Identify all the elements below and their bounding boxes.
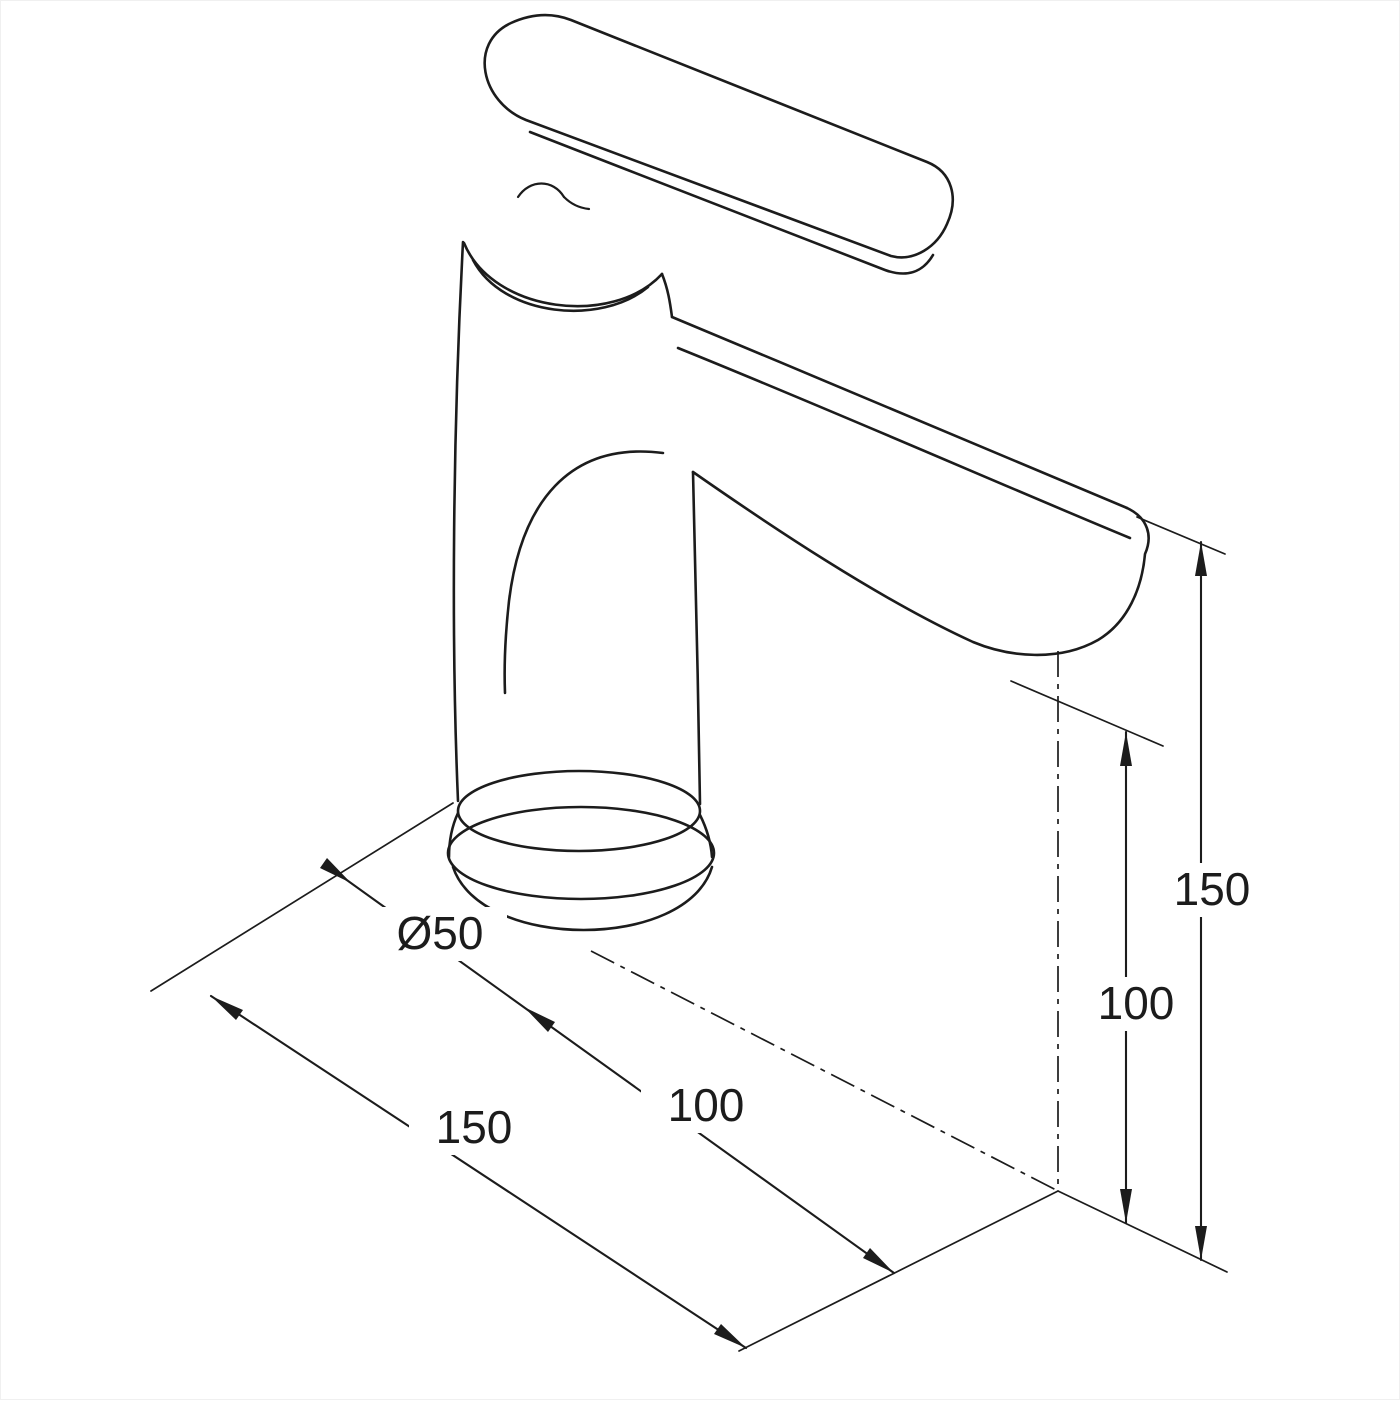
dimension-labels: Ø50 100 150 100 150 xyxy=(397,863,1251,1153)
base-ground-centerline xyxy=(590,950,1059,1192)
body-right-edge xyxy=(691,470,702,806)
body-swan-curve xyxy=(503,450,665,695)
handle-detail-tail xyxy=(562,195,591,211)
neck-front-arc xyxy=(462,241,664,308)
handle-neck xyxy=(462,241,674,319)
arrowheads xyxy=(211,542,1207,1348)
base-flange-ellipse xyxy=(446,805,716,901)
handle-detail-hook xyxy=(516,182,566,199)
dim-line-total-projection xyxy=(209,994,748,1350)
dim-label-height-outlet: 100 xyxy=(1098,977,1175,1029)
spout-outline xyxy=(691,470,1150,657)
arrow-total-height-top xyxy=(1195,542,1207,576)
label-bg-projection-total xyxy=(409,1101,541,1155)
base-collar-ellipse xyxy=(456,769,702,853)
dimension-lines xyxy=(209,540,1203,1350)
arrow-projection-start xyxy=(211,996,243,1020)
neck-right-edge xyxy=(660,272,674,319)
dim-label-projection-center: 100 xyxy=(668,1079,745,1131)
dim-label-height-total: 150 xyxy=(1174,863,1251,915)
handle-side-edge xyxy=(528,130,935,275)
spout xyxy=(670,315,1150,657)
handle-top-face xyxy=(483,13,954,259)
arrow-projection-end xyxy=(714,1324,746,1348)
extension-lines xyxy=(150,516,1228,1352)
dim-label-projection-total: 150 xyxy=(436,1101,513,1153)
label-backgrounds xyxy=(373,863,1257,1155)
arrow-diameter-left xyxy=(320,858,351,883)
handle-lever xyxy=(483,13,954,275)
arrow-center-right xyxy=(863,1248,894,1273)
label-bg-base-diameter xyxy=(373,907,507,961)
arrow-outlet-height-bottom xyxy=(1120,1189,1132,1223)
arrow-total-height-bottom xyxy=(1195,1226,1207,1260)
arrow-outlet-height-top xyxy=(1120,732,1132,766)
ext-ground-left xyxy=(738,1190,1059,1352)
faucet-drawing xyxy=(446,13,1150,932)
label-bg-height-total xyxy=(1167,863,1257,917)
label-bg-projection-center xyxy=(641,1079,771,1133)
ext-base-left xyxy=(150,802,454,992)
ext-outlet xyxy=(1010,680,1164,747)
base-right-flare xyxy=(698,813,714,859)
ext-spout-tip xyxy=(1136,516,1226,555)
body-left-edge xyxy=(452,240,465,803)
dim-label-base-diameter: Ø50 xyxy=(397,907,484,959)
center-lines xyxy=(590,651,1059,1192)
ext-ground-right xyxy=(1057,1190,1228,1273)
spout-split-edge xyxy=(676,346,1132,540)
neck-inner-arc xyxy=(471,258,650,313)
body-cylinder xyxy=(452,240,702,806)
base-bottom-arc xyxy=(451,865,714,932)
base-flange xyxy=(446,769,716,932)
label-bg-height-outlet xyxy=(1089,977,1183,1031)
spout-top-edge xyxy=(670,315,1129,510)
arrow-center-left xyxy=(524,1007,555,1032)
